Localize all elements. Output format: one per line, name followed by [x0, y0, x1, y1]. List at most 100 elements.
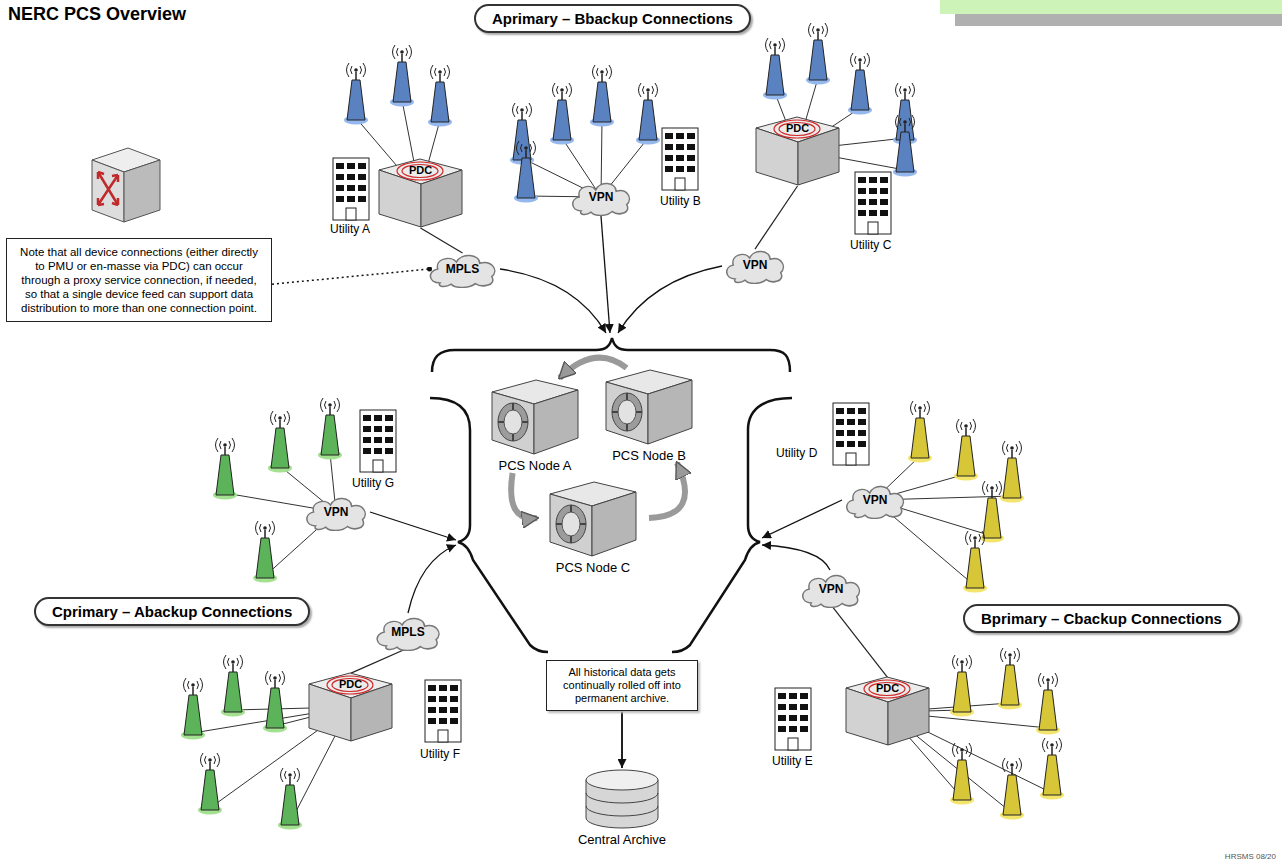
- utility-building: [662, 128, 698, 190]
- pmu-tower: [344, 63, 368, 125]
- connector: [649, 463, 685, 518]
- server-name: PCS Node A: [479, 458, 591, 473]
- network-name: VPN: [589, 190, 614, 204]
- pcs-server: PCS Node C: [537, 480, 649, 575]
- pmu-tower: [213, 438, 237, 500]
- connector: [272, 269, 430, 284]
- pdc-box: PDC: [308, 672, 393, 742]
- pmu-tower: [253, 521, 277, 583]
- pmu-tower: [514, 141, 538, 203]
- network-cloud: MPLS: [372, 613, 444, 651]
- pmu-tower: [221, 655, 245, 717]
- pmu-tower: [510, 103, 534, 165]
- utility-name: Utility C: [850, 238, 891, 252]
- pmu-tower: [806, 23, 830, 85]
- pdc-box: PDC: [378, 158, 463, 228]
- utility-building: [855, 172, 891, 234]
- utility-building: [360, 410, 396, 472]
- pmu-tower: [1000, 441, 1024, 503]
- pmu-tower: [318, 398, 342, 460]
- pmu-tower: [950, 655, 974, 717]
- pmu-tower: [963, 531, 987, 593]
- group-banner: Bprimary – Cbackup Connections: [963, 604, 1240, 633]
- note-box: All historical data gets continually rol…: [546, 660, 698, 711]
- pcs-server: PCS Node A: [479, 378, 591, 473]
- device-name: PDC: [308, 678, 393, 690]
- network-cloud: VPN: [722, 246, 788, 284]
- pmu-tower: [428, 65, 452, 127]
- network-name: VPN: [863, 493, 888, 507]
- utility-building: [425, 680, 461, 742]
- pmu-tower: [1036, 673, 1060, 735]
- header-bar: [955, 14, 1282, 26]
- note-text: All historical data gets continually rol…: [555, 666, 689, 705]
- header-bar: [940, 0, 1282, 14]
- utility-name: Utility G: [352, 476, 394, 490]
- pmu-tower: [954, 419, 978, 481]
- pmu-tower: [181, 678, 205, 740]
- banner-text: Cprimary – Abackup Connections: [52, 603, 292, 620]
- utility-name: Utility B: [660, 194, 701, 208]
- pmu-tower: [950, 743, 974, 805]
- pmu-tower: [848, 53, 872, 115]
- banner-text: Bprimary – Cbackup Connections: [981, 610, 1222, 627]
- pmu-tower: [908, 401, 932, 463]
- utility-building: [333, 158, 369, 220]
- device-name: PDC: [845, 682, 930, 694]
- utility-name: Utility F: [420, 747, 460, 761]
- utility-name: Utility E: [772, 754, 813, 768]
- pmu-tower: [198, 753, 222, 815]
- network-name: MPLS: [446, 262, 479, 276]
- watermark: HRSMS 08/20: [1225, 852, 1276, 861]
- network-cloud: VPN: [842, 481, 908, 519]
- pmu-tower: [763, 38, 787, 100]
- pdc-box: PDC: [845, 676, 930, 746]
- group-banner: Aprimary – Bbackup Connections: [474, 4, 751, 33]
- group-banner: Cprimary – Abackup Connections: [34, 597, 310, 626]
- feed-arrow: [370, 216, 842, 613]
- network-name: VPN: [743, 258, 768, 272]
- connector: [421, 228, 463, 253]
- connector: [511, 473, 537, 518]
- network-cloud: MPLS: [425, 250, 500, 288]
- pmu-tower: [268, 411, 292, 473]
- note-box: Note that all device connections (either…: [6, 238, 272, 322]
- pmu-tower: [636, 83, 660, 145]
- pmu-tower: [1000, 758, 1024, 820]
- pmu-tower: [893, 115, 917, 177]
- connector: [621, 711, 623, 768]
- note-text: Note that all device connections (either…: [15, 245, 263, 315]
- pmu-tower: [998, 648, 1022, 710]
- device-name: PDC: [378, 164, 463, 176]
- network-name: MPLS: [391, 625, 424, 639]
- network-cloud: VPN: [798, 570, 864, 608]
- device-name: PDC: [755, 122, 840, 134]
- connector: [351, 648, 409, 673]
- network-name: VPN: [324, 505, 349, 519]
- pcs-server: PCS Node B: [593, 368, 705, 463]
- connector: [755, 186, 798, 249]
- pmu-tower: [390, 45, 414, 107]
- pmu-tower: [550, 83, 574, 145]
- bracket: [430, 338, 792, 652]
- pmu-tower: [1040, 738, 1064, 800]
- diagram-title: NERC PCS Overview: [8, 4, 186, 25]
- pmu-tower: [590, 65, 614, 127]
- network-cloud: VPN: [302, 493, 370, 531]
- banner-text: Aprimary – Bbackup Connections: [492, 10, 733, 27]
- network-name: VPN: [819, 582, 844, 596]
- pdc-box: PDC: [755, 116, 840, 186]
- utility-building: [833, 403, 869, 465]
- pmu-tower: [263, 671, 287, 733]
- utility-name: Utility D: [776, 446, 817, 460]
- utility-building: [775, 688, 811, 750]
- archive-cylinder: Central Archive: [561, 768, 683, 847]
- server-name: PCS Node B: [593, 448, 705, 463]
- connector: [560, 358, 627, 378]
- server-name: PCS Node C: [537, 560, 649, 575]
- utility-name: Utility A: [330, 222, 370, 236]
- network-cloud: VPN: [568, 178, 634, 216]
- archive-name: Central Archive: [561, 832, 683, 847]
- pmu-tower: [278, 768, 302, 830]
- connector: [831, 605, 888, 677]
